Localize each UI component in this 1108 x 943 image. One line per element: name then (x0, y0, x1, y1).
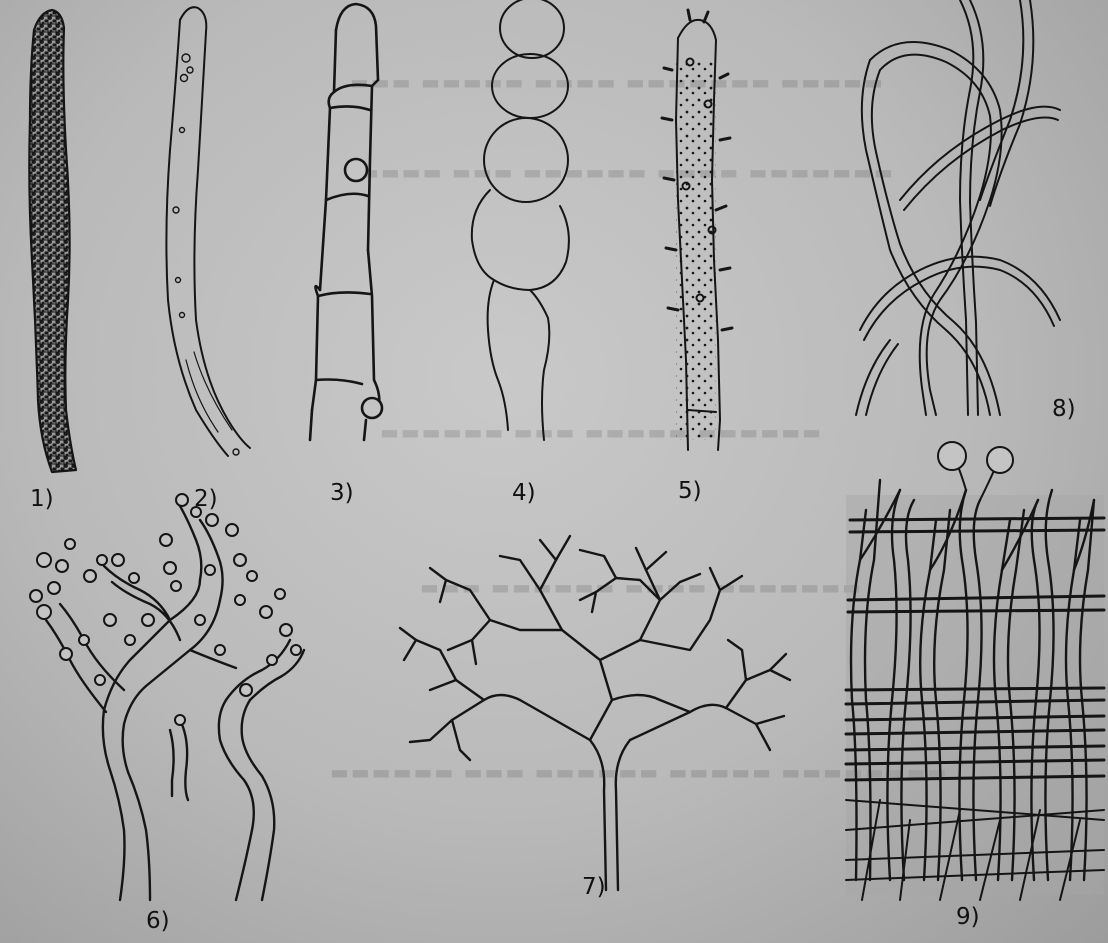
fig3-septate-hypha (310, 4, 382, 440)
fig4-chlamydospore-chain (472, 0, 569, 440)
fig5-warty-hypha (662, 10, 732, 450)
figure-label-2: 2) (194, 488, 218, 511)
figure-label-4: 4) (512, 482, 536, 505)
figure-label-9: 9) (956, 906, 980, 929)
fig7-dichotomous-branching (400, 536, 790, 890)
figure-label-8: 8) (1052, 398, 1076, 421)
fig1-granular-hypha (29, 10, 76, 472)
fig6-branched-hyphae (30, 494, 304, 900)
figure-label-3: 3) (330, 482, 354, 505)
fig8-intertwined-hyphae (856, 0, 1060, 415)
figure-label-1: 1) (30, 488, 54, 511)
fig2-coenocytic-hypha (166, 7, 250, 456)
sporangia (938, 442, 1013, 500)
figure-label-6: 6) (146, 910, 170, 933)
fig9-plectenchyma (846, 442, 1104, 900)
figure-label-5: 5) (678, 480, 702, 503)
figure-label-7: 7) (582, 876, 606, 899)
